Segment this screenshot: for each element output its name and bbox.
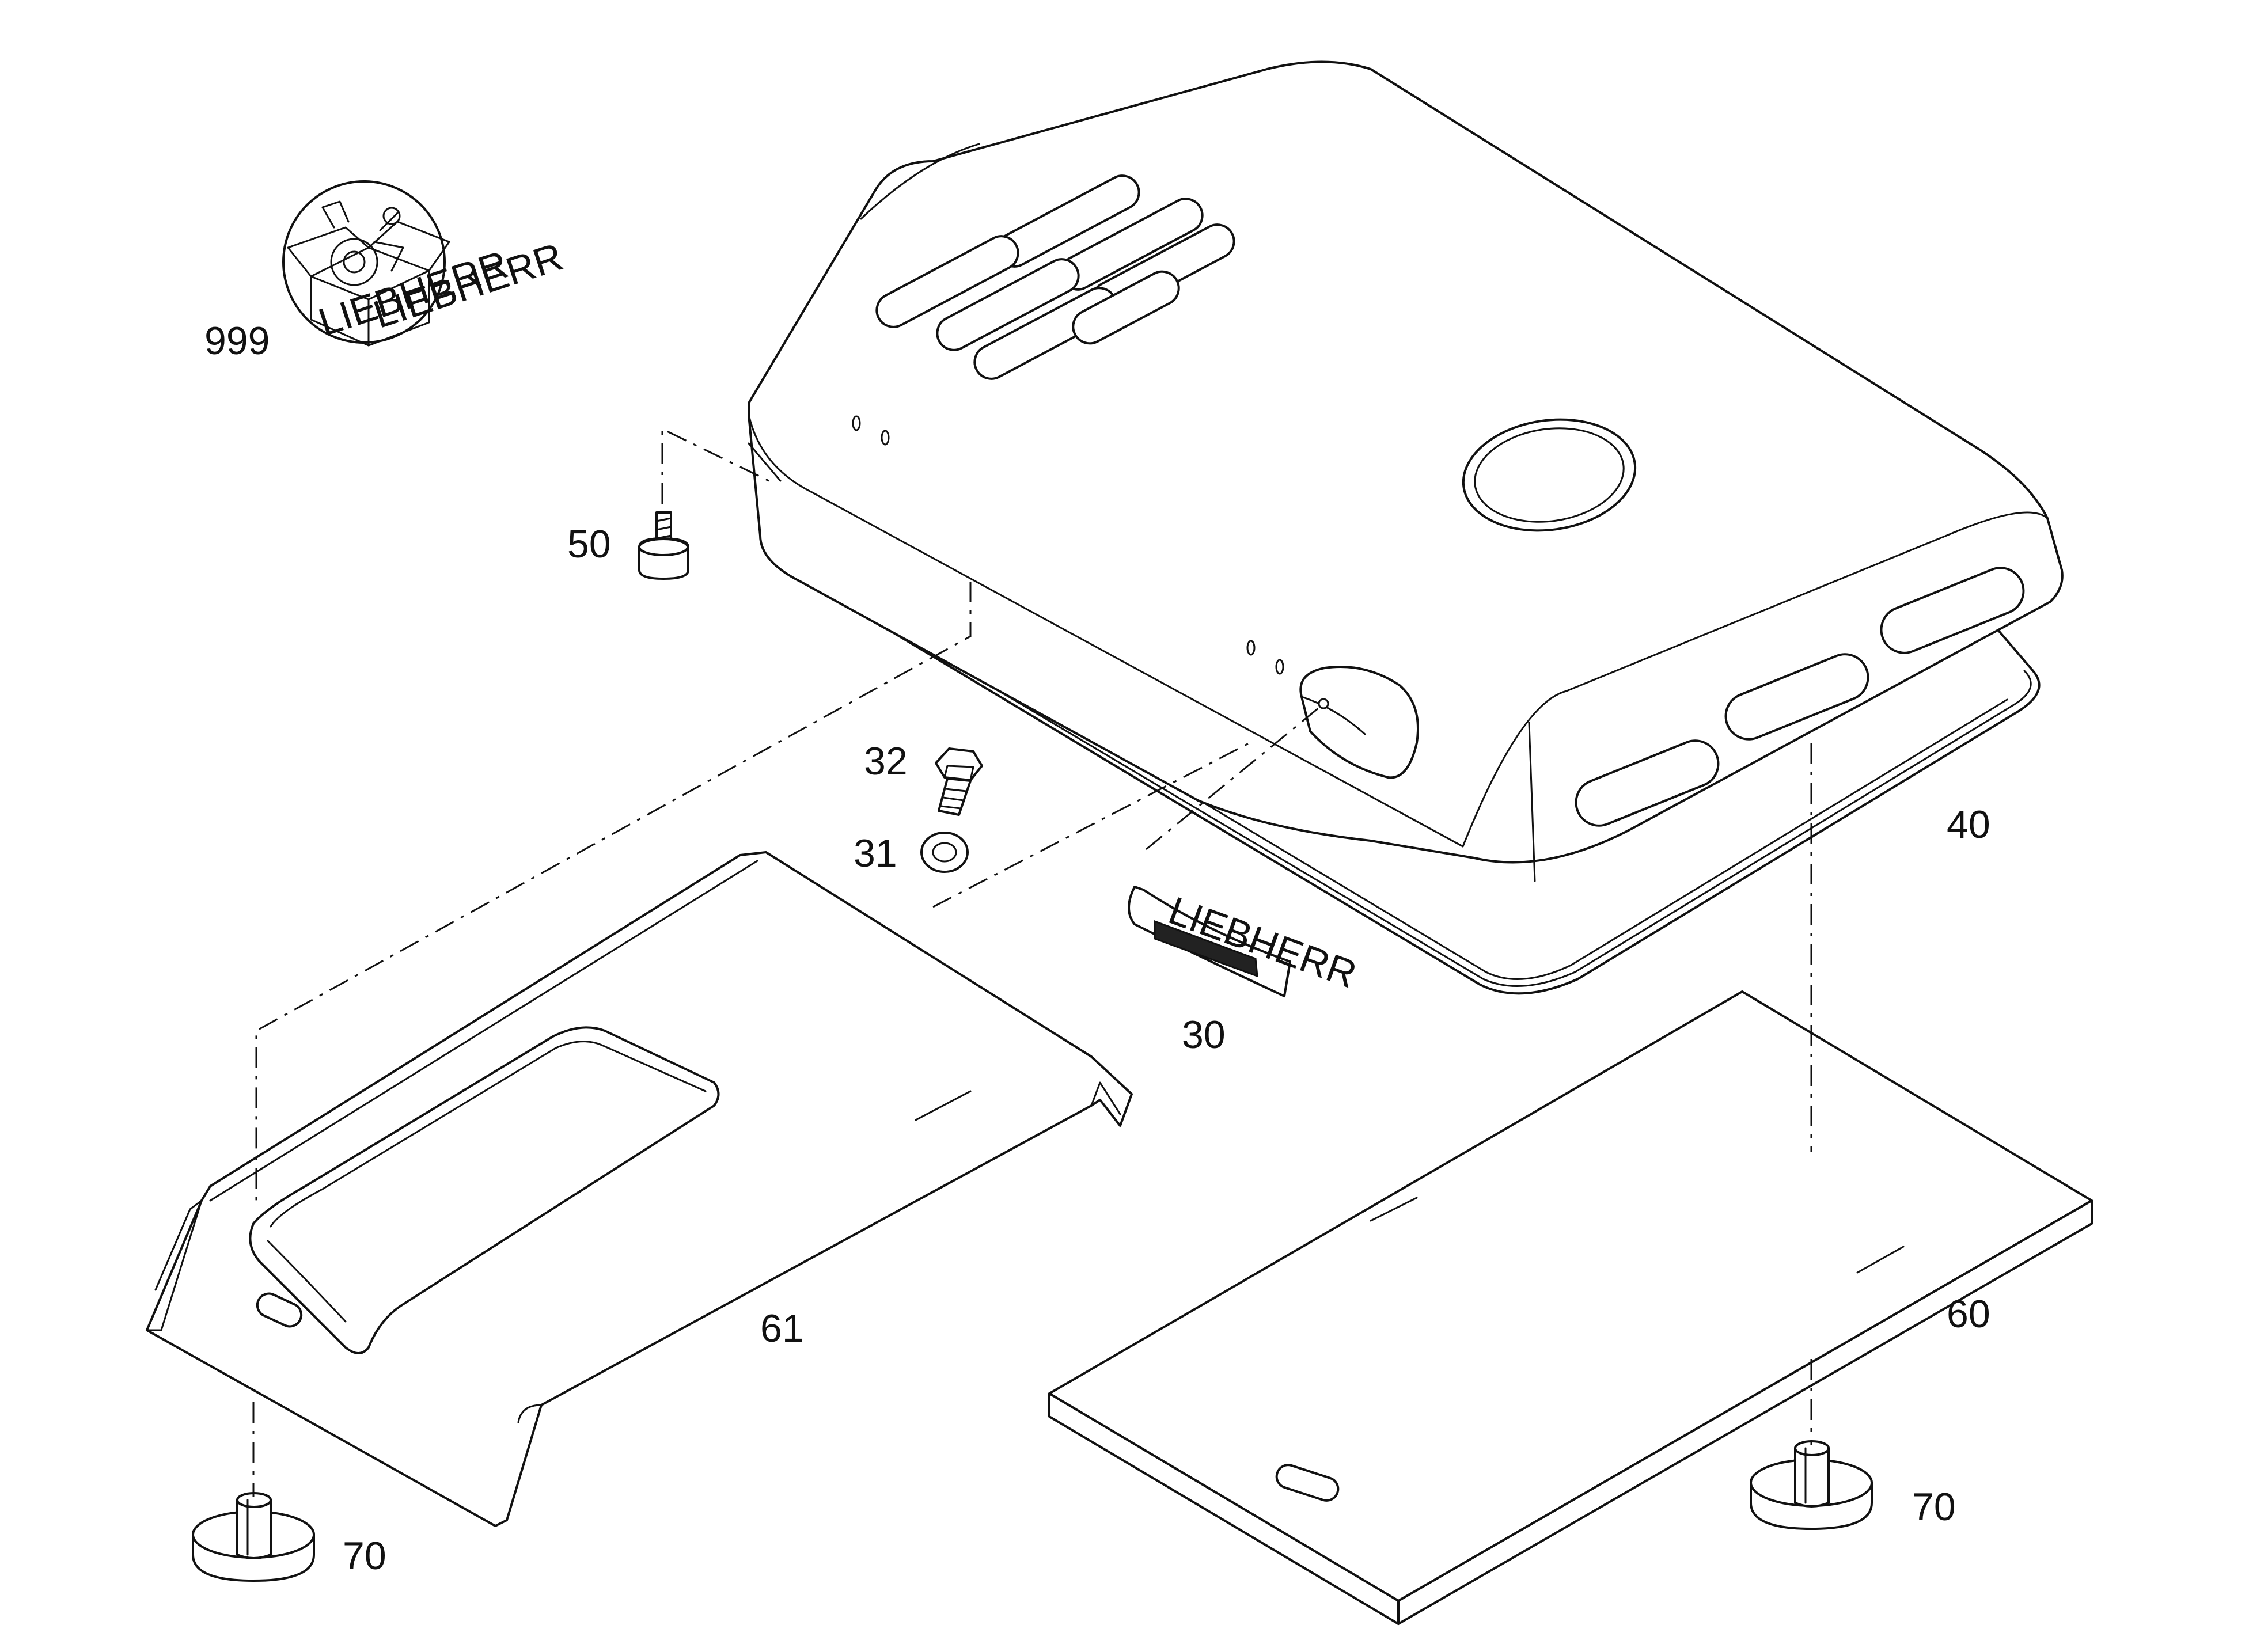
- foot-70-right[interactable]: [1750, 1440, 1873, 1530]
- screw-50[interactable]: [638, 511, 689, 580]
- part-label-61: 61: [760, 1307, 804, 1350]
- emblem-30[interactable]: LIEBHERR: [1128, 886, 1362, 997]
- foot-70-left[interactable]: [192, 1492, 315, 1582]
- part-label-32: 32: [864, 739, 908, 783]
- part-label-30: 30: [1182, 1013, 1226, 1057]
- part-label-60: 60: [1947, 1292, 1990, 1336]
- handle-tray-61[interactable]: [146, 851, 1133, 1527]
- cover-lid[interactable]: [748, 60, 2064, 995]
- base-plate-60[interactable]: [1048, 990, 2093, 1625]
- part-label-70-left: 70: [343, 1534, 386, 1578]
- accessory-kit-icon[interactable]: LIEBHERR LIEBHERR: [282, 180, 568, 347]
- washer-31[interactable]: [920, 832, 969, 873]
- part-label-50: 50: [567, 522, 611, 566]
- part-label-70-right: 70: [1912, 1485, 1956, 1529]
- part-label-40: 40: [1947, 803, 1990, 846]
- part-label-999: 999: [204, 319, 270, 363]
- assembly-lines: [252, 427, 1812, 1497]
- part-label-31: 31: [854, 832, 897, 875]
- bolt-32[interactable]: [935, 747, 983, 816]
